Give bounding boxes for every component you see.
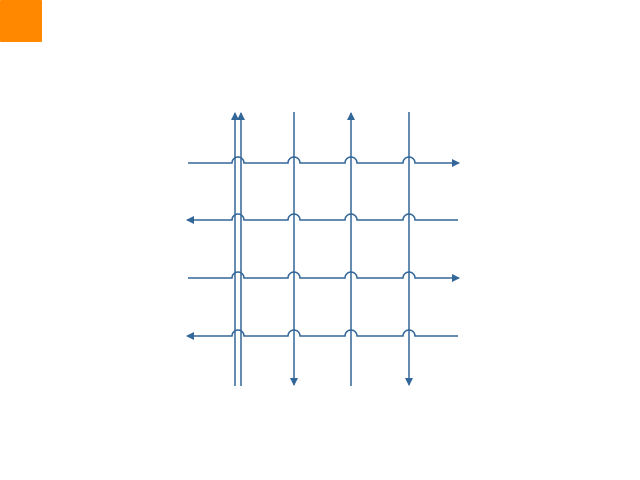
edge-15-to-14: [186, 329, 458, 340]
node-box: [0, 0, 42, 42]
edge-7-to-6: [186, 213, 458, 224]
node-label: 15: [0, 0, 8, 4]
node-15: 15: [0, 0, 42, 42]
edge-2-to-3: [188, 156, 460, 167]
edges-layer: [186, 112, 460, 386]
edge-10-to-11: [188, 271, 460, 282]
nodes-layer: 1591304812261014371115: [0, 0, 42, 42]
